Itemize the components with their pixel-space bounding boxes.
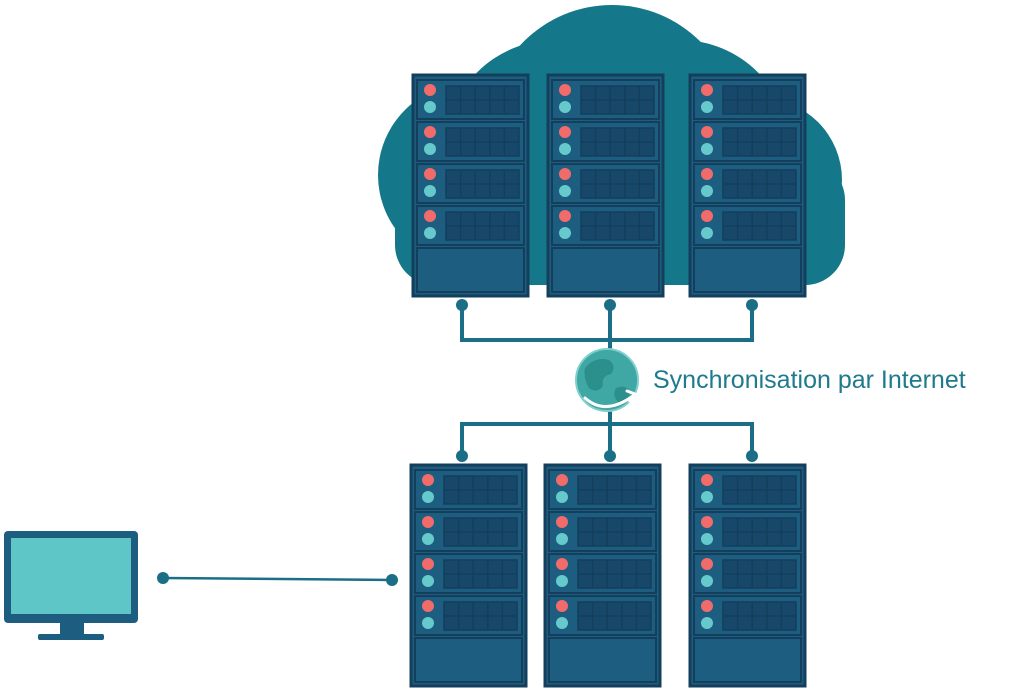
- status-led-cyan: [424, 227, 436, 239]
- status-led-red: [701, 474, 713, 486]
- monitor-neck: [60, 623, 84, 635]
- server-rack: [409, 463, 528, 688]
- status-led-red: [424, 84, 436, 96]
- status-led-red: [701, 84, 713, 96]
- status-led-red: [556, 600, 568, 612]
- status-led-red: [701, 210, 713, 222]
- local-bus-line: [460, 422, 754, 456]
- server-base: [693, 637, 802, 683]
- status-led-cyan: [556, 617, 568, 629]
- status-led-red: [701, 558, 713, 570]
- status-led-cyan: [424, 143, 436, 155]
- server-base: [693, 247, 802, 293]
- status-led-red: [701, 600, 713, 612]
- connector-dot: [746, 450, 758, 462]
- status-led-cyan: [701, 185, 713, 197]
- status-led-red: [701, 126, 713, 138]
- connector-dot: [604, 299, 616, 311]
- monitor-screen: [11, 538, 131, 614]
- status-led-cyan: [701, 491, 713, 503]
- status-led-cyan: [422, 491, 434, 503]
- status-led-cyan: [422, 533, 434, 545]
- status-led-red: [701, 516, 713, 528]
- status-led-red: [556, 558, 568, 570]
- status-led-red: [556, 516, 568, 528]
- status-led-red: [424, 168, 436, 180]
- server-rack: [546, 73, 665, 298]
- sync-label: Synchronisation par Internet: [653, 366, 966, 394]
- sync-arrow: [583, 394, 635, 408]
- status-led-red: [424, 210, 436, 222]
- cloud-server-group: [411, 73, 807, 298]
- connector-dot: [604, 450, 616, 462]
- status-led-cyan: [556, 533, 568, 545]
- local-server-group: [409, 463, 807, 688]
- status-led-red: [422, 516, 434, 528]
- status-led-cyan: [556, 491, 568, 503]
- status-led-cyan: [701, 227, 713, 239]
- globe-icon: [575, 348, 639, 412]
- status-led-cyan: [556, 575, 568, 587]
- connector-dot: [746, 299, 758, 311]
- sync-arrowhead: [625, 389, 637, 403]
- status-led-cyan: [559, 143, 571, 155]
- status-led-cyan: [559, 185, 571, 197]
- connector-dot: [456, 450, 468, 462]
- status-led-cyan: [424, 101, 436, 113]
- status-led-cyan: [422, 617, 434, 629]
- status-led-cyan: [701, 575, 713, 587]
- computer-monitor-icon: [4, 531, 138, 640]
- status-led-red: [559, 84, 571, 96]
- status-led-red: [422, 558, 434, 570]
- status-led-red: [424, 126, 436, 138]
- connector-dot: [386, 574, 398, 586]
- status-led-red: [559, 126, 571, 138]
- server-base: [548, 637, 657, 683]
- status-led-red: [701, 168, 713, 180]
- status-led-cyan: [559, 227, 571, 239]
- status-led-cyan: [559, 101, 571, 113]
- server-base: [416, 247, 525, 293]
- status-led-red: [556, 474, 568, 486]
- cloud-bus-line: [460, 306, 754, 342]
- status-led-red: [422, 600, 434, 612]
- server-base: [414, 637, 523, 683]
- status-led-cyan: [422, 575, 434, 587]
- globe-continent: [584, 359, 614, 391]
- network-lines: [157, 299, 758, 586]
- monitor-stand: [38, 634, 104, 640]
- status-led-red: [559, 168, 571, 180]
- server-base: [551, 247, 660, 293]
- status-led-cyan: [424, 185, 436, 197]
- monitor-link-line: [162, 576, 393, 582]
- status-led-cyan: [701, 101, 713, 113]
- connector-dot: [456, 299, 468, 311]
- server-rack: [543, 463, 662, 688]
- status-led-cyan: [701, 617, 713, 629]
- status-led-red: [422, 474, 434, 486]
- server-rack: [411, 73, 530, 298]
- status-led-cyan: [701, 143, 713, 155]
- status-led-red: [559, 210, 571, 222]
- connector-dot: [157, 572, 169, 584]
- globe-outline: [575, 348, 639, 412]
- server-rack: [688, 463, 807, 688]
- status-led-cyan: [701, 533, 713, 545]
- server-rack: [688, 73, 807, 298]
